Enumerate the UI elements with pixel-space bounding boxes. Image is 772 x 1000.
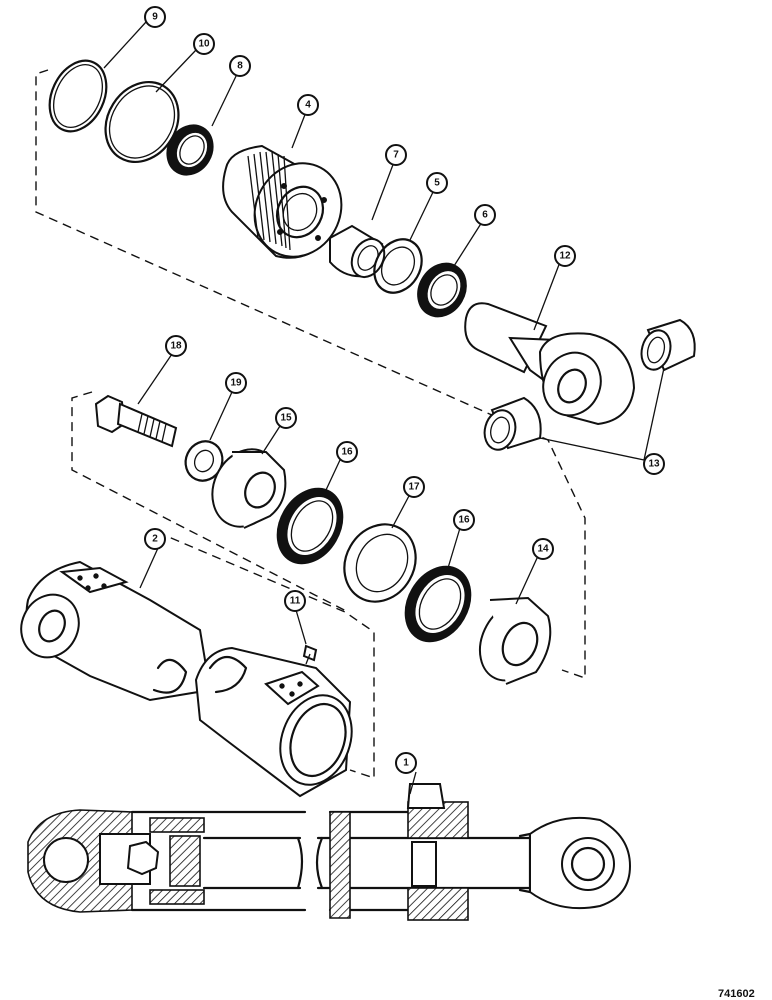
- callout-9: 9: [144, 6, 166, 28]
- callout-5-label: 5: [434, 178, 440, 189]
- callout-4-label: 4: [305, 100, 311, 111]
- callout-17-label: 17: [408, 482, 420, 493]
- dashed-group-lower: [156, 531, 375, 779]
- callout-18-label: 18: [170, 341, 182, 352]
- callout-16-upper: 16: [336, 441, 358, 463]
- callout-7: 7: [385, 144, 407, 166]
- callout-1: 1: [395, 752, 417, 774]
- cylinder-barrel-part-2: [20, 560, 353, 798]
- callout-17: 17: [403, 476, 425, 498]
- callout-16-lower: 16: [453, 509, 475, 531]
- seal-ring-part-5: [373, 238, 423, 294]
- o-ring-part-9: [48, 59, 108, 133]
- callout-11: 11: [284, 590, 306, 612]
- callout-12: 12: [554, 245, 576, 267]
- callout-19: 19: [225, 372, 247, 394]
- figure-code: 741602: [718, 988, 755, 1000]
- cylinder-head-part-4: [222, 144, 343, 259]
- wiper-seal-part-8: [166, 124, 214, 176]
- rod-seal-part-6: [417, 262, 467, 318]
- cylinder-assembly-part-1: [27, 783, 632, 921]
- callout-7-label: 7: [393, 150, 399, 161]
- bushing-part-7: [329, 224, 386, 279]
- callout-19-label: 19: [230, 378, 242, 389]
- callout-2-label: 2: [152, 534, 158, 545]
- callout-11-label: 11: [290, 596, 301, 607]
- callout-13: 13: [643, 453, 665, 475]
- bushing-part-13-upper: [640, 318, 696, 372]
- bushing-part-13-lower: [483, 396, 542, 451]
- piston-part-15: [211, 448, 287, 529]
- screw-part-11: [302, 644, 318, 665]
- callout-12-label: 12: [559, 251, 571, 262]
- callout-10: 10: [193, 33, 215, 55]
- piston-seal-part-16-a: [276, 487, 344, 565]
- callout-6: 6: [474, 204, 496, 226]
- dashed-group-middle: [71, 391, 349, 613]
- stop-ring-part-14: [478, 596, 552, 685]
- piston-rod-eye-part-12: [464, 302, 636, 426]
- callout-8-label: 8: [237, 61, 243, 72]
- callout-15-label: 15: [280, 413, 292, 424]
- bolt-part-18: [94, 394, 178, 448]
- callout-16-lower-label: 16: [458, 515, 470, 526]
- callout-4: 4: [297, 94, 319, 116]
- wear-ring-part-17: [343, 523, 417, 603]
- callout-15: 15: [275, 407, 297, 429]
- callout-10-label: 10: [198, 39, 210, 50]
- leader-lines: [103, 21, 665, 795]
- callout-14: 14: [532, 538, 554, 560]
- piston-seal-part-16-b: [404, 565, 472, 643]
- callout-14-label: 14: [537, 544, 549, 555]
- callout-13-label: 13: [648, 459, 660, 470]
- callout-16-upper-label: 16: [341, 447, 353, 458]
- callout-5: 5: [426, 172, 448, 194]
- callout-2: 2: [144, 528, 166, 550]
- callout-8: 8: [229, 55, 251, 77]
- callout-9-label: 9: [152, 12, 158, 23]
- callout-18: 18: [165, 335, 187, 357]
- callout-6-label: 6: [482, 210, 488, 221]
- callout-1-label: 1: [403, 758, 409, 769]
